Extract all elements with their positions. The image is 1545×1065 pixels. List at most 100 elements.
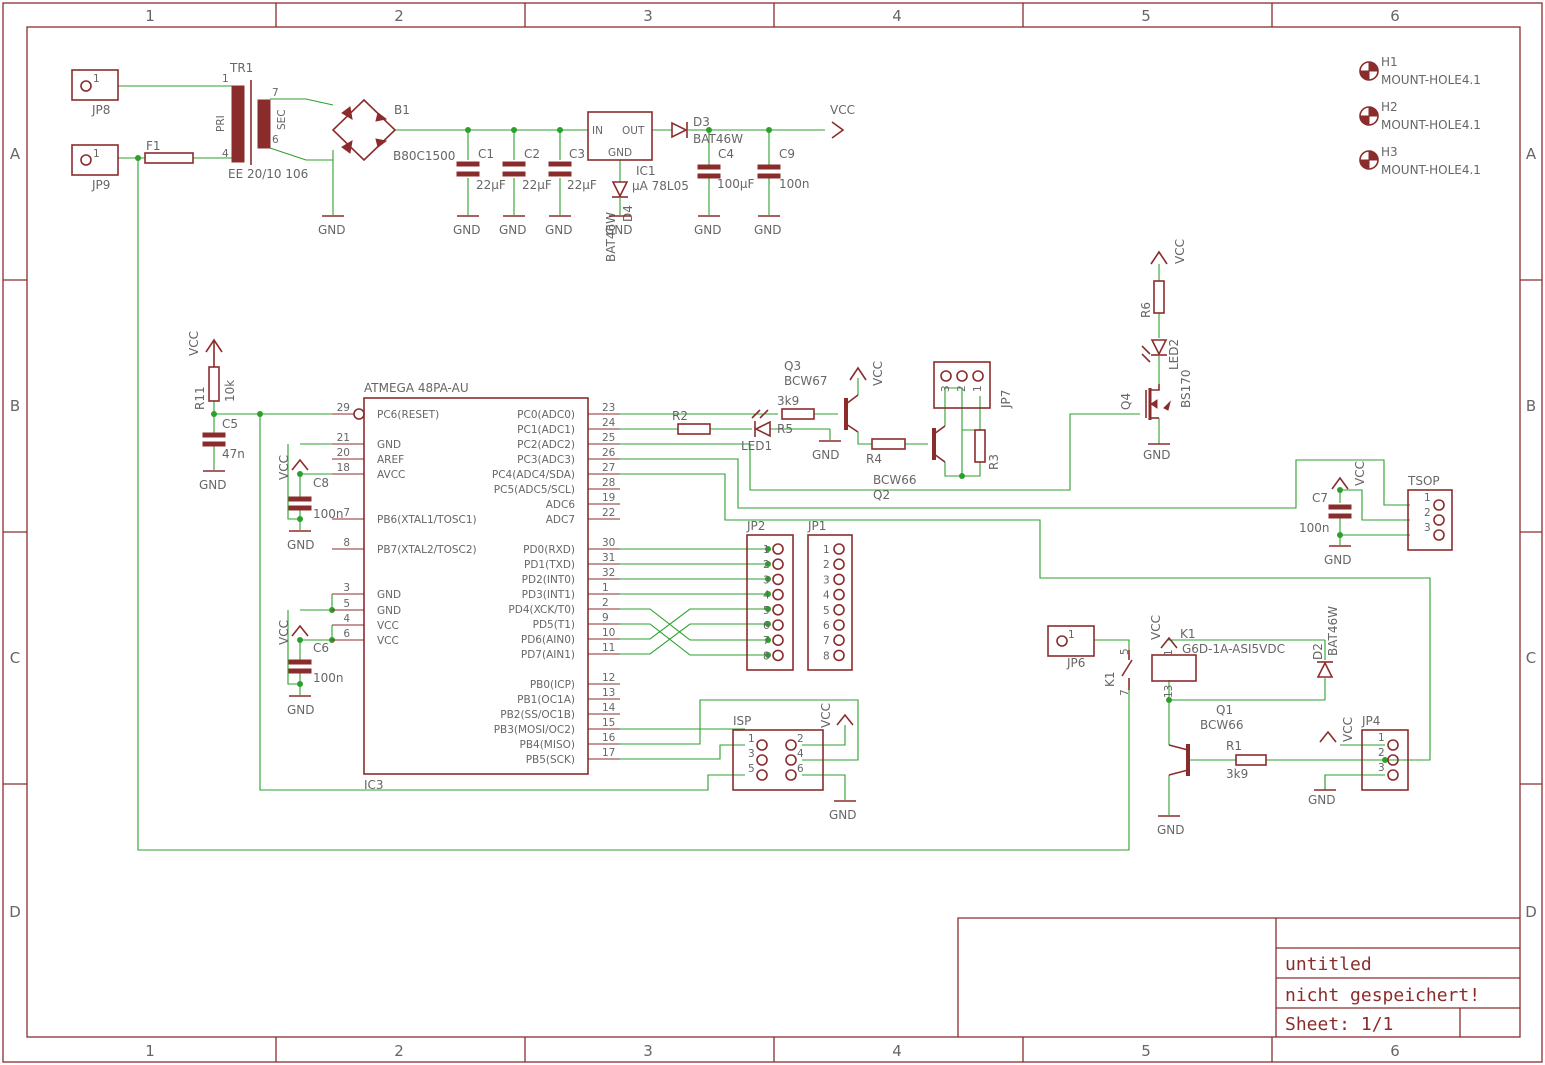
ic3-pin-number: 29 bbox=[337, 402, 350, 414]
gnd-label-c8: GND bbox=[287, 538, 315, 552]
jp1-pin-number: 5 bbox=[823, 605, 830, 617]
q1-ref: Q1 bbox=[1216, 703, 1233, 717]
isp-pin-6: 6 bbox=[797, 763, 804, 775]
ic3-pin-number: 28 bbox=[602, 477, 615, 489]
tr1-pri-label: PRI bbox=[215, 115, 227, 132]
row-label-right-a: A bbox=[1526, 145, 1537, 163]
k1-pin-7: 7 bbox=[1119, 689, 1131, 696]
jp1-ref: JP1 bbox=[807, 519, 826, 533]
ic3-pin-number: 27 bbox=[602, 462, 615, 474]
jp1-pin-number: 3 bbox=[823, 574, 830, 586]
gnd-label-c9: GND bbox=[754, 223, 782, 237]
title-block-status: nicht gespeichert! bbox=[1285, 985, 1480, 1006]
ic3-pin-name: PB5(SCK) bbox=[526, 754, 575, 766]
f1-ref: F1 bbox=[146, 139, 161, 153]
c1-ref: C1 bbox=[478, 147, 494, 161]
jp1-pin-hole bbox=[833, 619, 845, 631]
connector-jp2 bbox=[746, 534, 794, 671]
r5-value: 3k9 bbox=[777, 394, 799, 408]
jp6-pin-label: 1 bbox=[1068, 629, 1075, 641]
ic3-pin-number: 4 bbox=[343, 613, 350, 625]
jp2-pin-hole bbox=[772, 649, 784, 662]
ic3-pin-number: 30 bbox=[602, 537, 615, 549]
c1-value: 22µF bbox=[476, 178, 506, 192]
ic3-pin-name: PC4(ADC4/SDA) bbox=[492, 469, 575, 481]
ic3-pin-number: 17 bbox=[602, 747, 615, 759]
ic3-pin-number: 10 bbox=[602, 627, 615, 639]
r11-ref: R11 bbox=[193, 386, 207, 410]
ic3-pin-number: 7 bbox=[343, 507, 350, 519]
q2-value: BCW66 bbox=[873, 473, 917, 487]
c8-value: 100n bbox=[313, 507, 344, 521]
k1-switch-ref: K1 bbox=[1103, 671, 1117, 687]
k1-coil-ref: K1 bbox=[1180, 627, 1196, 641]
col-label-bottom-1: 1 bbox=[145, 1042, 155, 1060]
jp7-pin-3: 3 bbox=[940, 385, 952, 392]
c3-value: 22µF bbox=[567, 178, 597, 192]
row-label-right-b: B bbox=[1526, 397, 1536, 415]
vcc-arrow-r6 bbox=[1150, 250, 1168, 265]
r3-ref: R3 bbox=[987, 454, 1001, 470]
tr1-pin-1: 1 bbox=[222, 73, 229, 85]
ic3-pin-name: PB7(XTAL2/TOSC2) bbox=[377, 544, 477, 556]
mount-hole-h2 bbox=[1359, 106, 1379, 126]
jp2-pin-hole bbox=[772, 619, 784, 631]
q1-value: BCW66 bbox=[1200, 718, 1244, 732]
k1-pin-13: 13 bbox=[1163, 685, 1175, 698]
ic3-pin-name: GND bbox=[377, 605, 401, 617]
ic3-pin-name: PC6(RESET) bbox=[377, 409, 439, 421]
ic3-reset-inversion bbox=[353, 408, 365, 420]
mount-hole-h1-value: MOUNT-HOLE4.1 bbox=[1381, 73, 1481, 87]
gnd-label-c4: GND bbox=[694, 223, 722, 237]
c9-value: 100n bbox=[779, 177, 810, 191]
ic3-ref: IC3 bbox=[364, 778, 384, 792]
connector-tsop bbox=[1407, 489, 1453, 551]
resistor-r6 bbox=[1153, 280, 1165, 314]
diode-d3 bbox=[671, 121, 688, 139]
mount-hole-h3-ref: H3 bbox=[1381, 145, 1398, 159]
connector-jp6 bbox=[1047, 625, 1095, 657]
microcontroller-ic3 bbox=[363, 397, 589, 775]
capacitor-c5 bbox=[202, 432, 226, 447]
gnd-label-b1: GND bbox=[318, 223, 346, 237]
tsop-ref: TSOP bbox=[1407, 474, 1440, 488]
c2-value: 22µF bbox=[522, 178, 552, 192]
ic3-pin-number: 32 bbox=[602, 567, 615, 579]
k1-value: G6D-1A-ASI5VDC bbox=[1182, 642, 1285, 656]
gnd-label-c1: GND bbox=[453, 223, 481, 237]
resistor-r1 bbox=[1235, 754, 1267, 766]
ic3-pin-name: PD5(T1) bbox=[533, 619, 575, 631]
col-label-top-1: 1 bbox=[145, 7, 155, 25]
led-led2 bbox=[1141, 339, 1168, 363]
resistor-r11 bbox=[208, 366, 220, 402]
ic3-pin-name: PD3(INT1) bbox=[522, 589, 575, 601]
vcc-arrow-k1 bbox=[1160, 636, 1178, 649]
ic3-pin-number: 19 bbox=[602, 492, 615, 504]
row-label-right-c: C bbox=[1526, 649, 1536, 667]
ic3-pin-number: 12 bbox=[602, 672, 615, 684]
tr1-pin-6: 6 bbox=[272, 134, 279, 146]
mount-hole-h2-value: MOUNT-HOLE4.1 bbox=[1381, 118, 1481, 132]
net-junctions bbox=[135, 127, 1388, 763]
regulator-ic1 bbox=[587, 111, 653, 161]
ic3-pin-number: 20 bbox=[337, 447, 350, 459]
relay-k1-switch bbox=[1121, 650, 1133, 690]
connector-jp1 bbox=[807, 534, 853, 671]
vcc-arrow-q3 bbox=[849, 366, 867, 381]
mount-hole-h3-value: MOUNT-HOLE4.1 bbox=[1381, 163, 1481, 177]
jp2-pin-number: 2 bbox=[763, 559, 770, 571]
c6-value: 100n bbox=[313, 671, 344, 685]
col-label-top-2: 2 bbox=[394, 7, 404, 25]
ic3-pin-number: 1 bbox=[602, 582, 609, 594]
ic3-pin-number: 22 bbox=[602, 507, 615, 519]
r4-ref: R4 bbox=[866, 452, 882, 466]
d2-ref: D2 bbox=[1311, 643, 1325, 660]
vcc-arrow-c6 bbox=[291, 624, 309, 637]
vcc-label-jp4: VCC bbox=[1341, 717, 1355, 742]
jp2-pin-number: 6 bbox=[763, 620, 770, 632]
vcc-arrow-c7 bbox=[1331, 476, 1349, 490]
d4-value: BAT46W bbox=[604, 212, 618, 262]
gnd-label-c7: GND bbox=[1324, 553, 1352, 567]
d3-value: BAT46W bbox=[693, 132, 743, 146]
